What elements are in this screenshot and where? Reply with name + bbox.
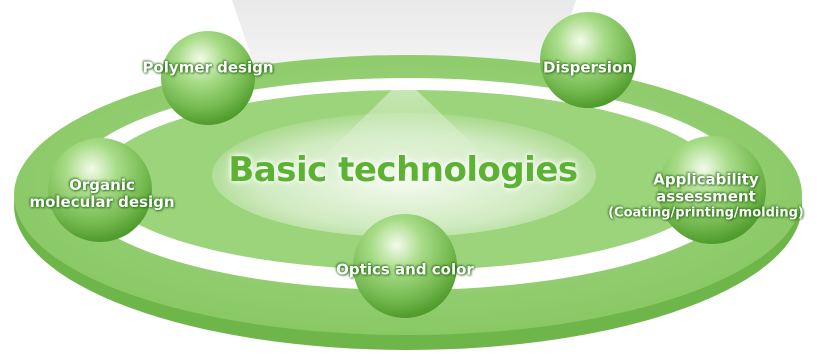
node-optics-and-color: Optics and color bbox=[336, 260, 474, 279]
node-organic-molecular-design: Organic molecular design bbox=[29, 175, 175, 212]
node-label-line: assessment bbox=[656, 187, 756, 206]
node-polymer-design: Polymer design bbox=[142, 58, 274, 77]
node-label-line: Dispersion bbox=[543, 58, 633, 77]
diagram-title: Basic technologies bbox=[228, 150, 578, 190]
sphere-organic-molecular-design bbox=[48, 138, 152, 242]
node-label-line: Organic bbox=[69, 175, 135, 194]
node-applicability-assessment: Applicability assessment (Coating/printi… bbox=[608, 171, 804, 220]
light-cone bbox=[300, 78, 510, 180]
node-label-line: Applicability bbox=[653, 170, 759, 189]
node-dispersion: Dispersion bbox=[543, 58, 633, 77]
node-label-line: Polymer design bbox=[142, 58, 274, 77]
sphere-dispersion bbox=[540, 12, 636, 108]
node-label-line: Optics and color bbox=[336, 260, 474, 279]
node-label-line: molecular design bbox=[29, 193, 175, 211]
sphere-optics-and-color bbox=[353, 214, 457, 318]
node-label-line: (Coating/printing/molding) bbox=[608, 204, 804, 220]
sphere-applicability-assessment bbox=[658, 136, 766, 244]
sphere-polymer-design bbox=[161, 31, 255, 125]
